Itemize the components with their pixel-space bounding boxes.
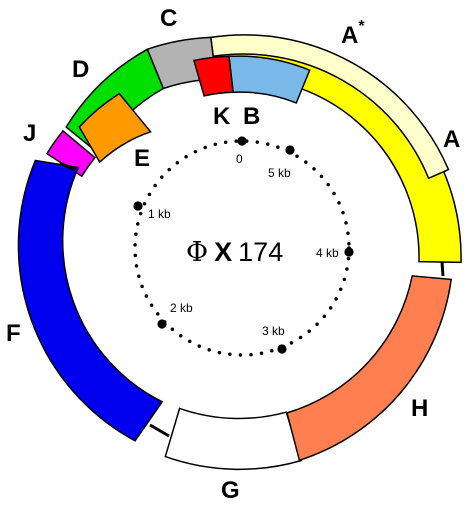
gene-label-e: E	[134, 145, 150, 172]
gene-k-segment	[192, 55, 234, 97]
kb-marker-4	[344, 247, 354, 257]
kb-marker-2	[157, 319, 167, 329]
kb-marker-0	[237, 136, 247, 146]
kb-marker-5	[285, 145, 295, 155]
kb-label-0: 0	[236, 152, 243, 166]
junction-tick-j-f	[59, 161, 76, 172]
kb-label-4: 4 kb	[316, 246, 339, 260]
kb-label-5: 5 kb	[268, 166, 291, 180]
gene-h-segment	[286, 275, 453, 462]
junction-tick-a-h	[440, 261, 445, 277]
gene-label-d: D	[72, 56, 89, 83]
gene-label-g: G	[221, 477, 240, 504]
gene-label-a: A	[443, 126, 460, 153]
gene-label-h: H	[411, 395, 428, 422]
junction-tick-f-g	[149, 423, 170, 438]
gene-label-b: B	[243, 103, 260, 130]
kb-marker-1	[133, 201, 143, 211]
gene-g-segment	[164, 407, 303, 471]
gene-e-segment	[78, 92, 152, 164]
kb-label-1: 1 kb	[148, 207, 171, 221]
title-number: 174	[238, 237, 283, 267]
gene-astar-segment	[209, 34, 450, 180]
title-x: X	[214, 237, 232, 267]
gene-b-segment	[228, 55, 311, 104]
kb-marker-3	[277, 344, 287, 354]
gene-f-segment	[17, 159, 164, 442]
kb-label-3: 3 kb	[262, 324, 285, 338]
gene-label-k: K	[213, 103, 231, 130]
gene-label-c: C	[160, 5, 177, 32]
gene-label-j: J	[23, 120, 36, 147]
kb-label-2: 2 kb	[170, 301, 193, 315]
gene-label-astar-superscript: *	[358, 18, 365, 35]
title-phi: Φ	[186, 237, 208, 268]
gene-label-astar-letter: A	[341, 22, 358, 49]
gene-label-astar: A*	[341, 18, 365, 49]
gene-label-f: F	[6, 320, 21, 347]
gene-j-segment	[45, 129, 96, 178]
